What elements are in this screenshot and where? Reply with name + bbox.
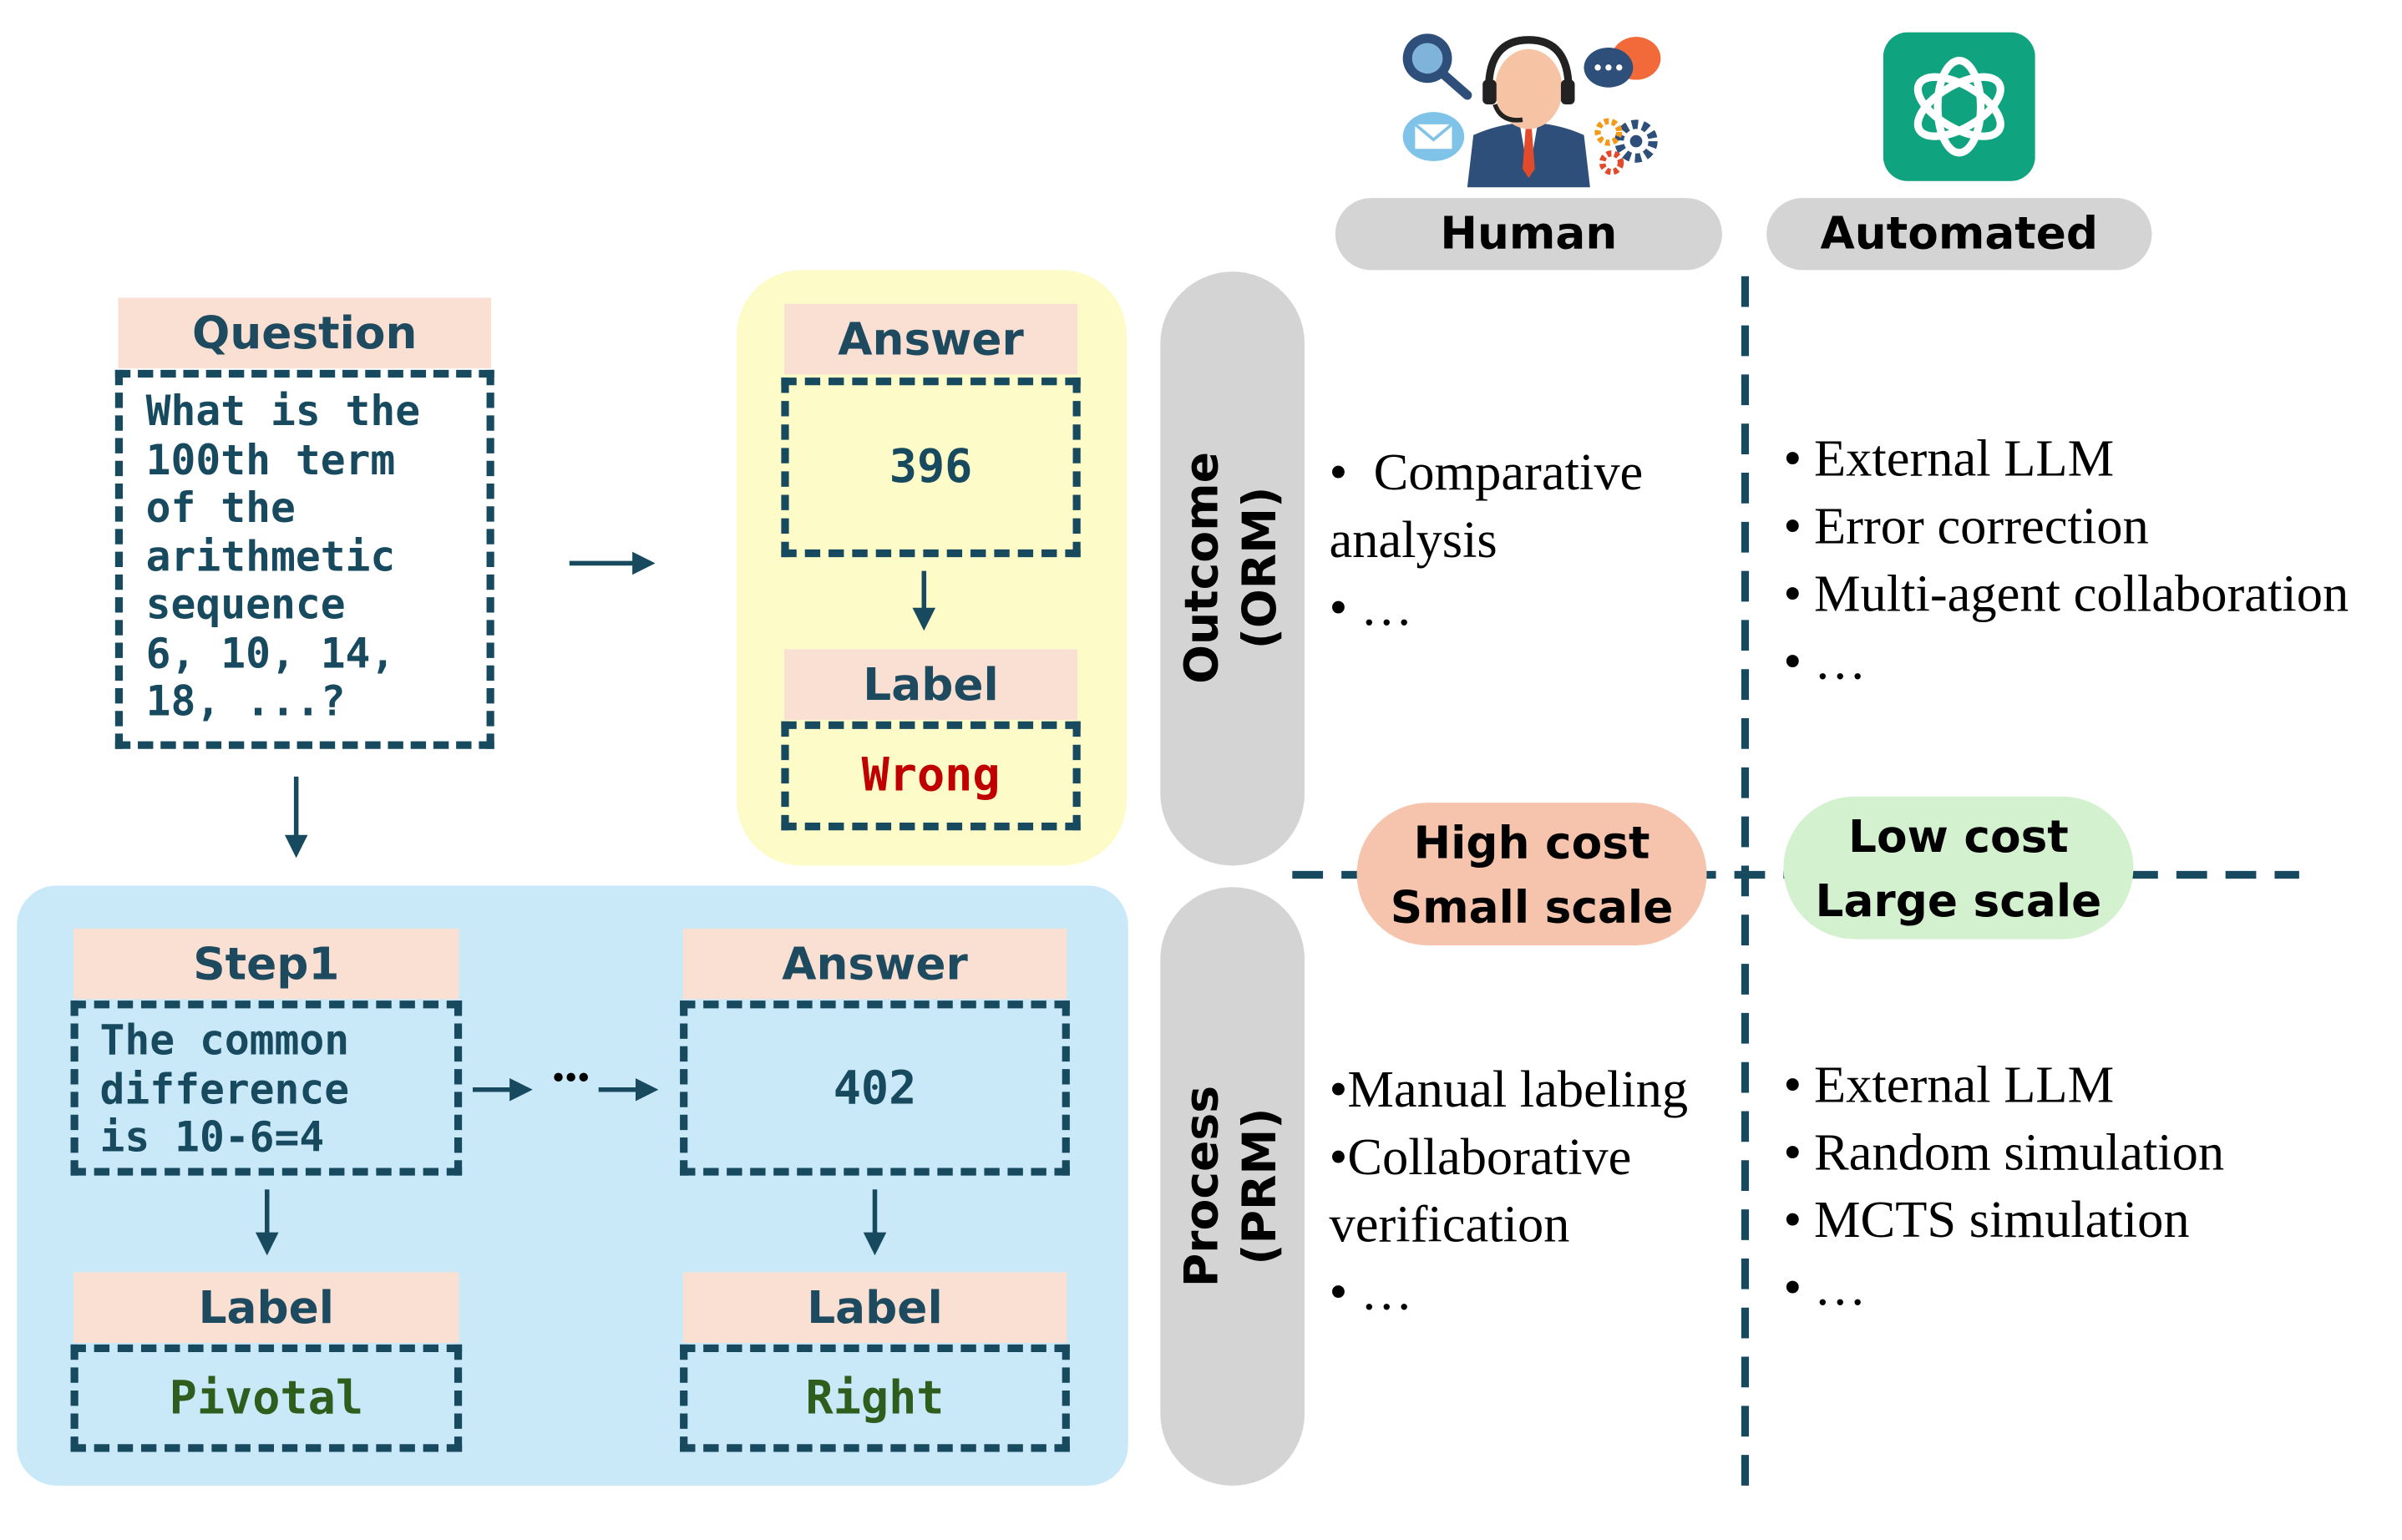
question-line: arithmetic	[145, 533, 396, 581]
list-item: Multi-agent collaboration	[1783, 562, 2349, 630]
list-item: •Manual labeling	[1329, 1061, 1689, 1119]
list-item: Random simulation	[1783, 1121, 2224, 1188]
step1-header: Step1	[73, 928, 459, 1000]
question-line: sequence	[145, 581, 346, 630]
process-answer-value: 402	[833, 1061, 917, 1116]
automated-outcome-list: External LLM Error correction Multi-agen…	[1783, 427, 2349, 697]
step1-line: difference	[99, 1066, 350, 1114]
outcome-label-value: Wrong	[861, 748, 1001, 803]
outcome-row-label: Outcome (ORM)	[1175, 452, 1288, 684]
outcome-label-box: Wrong	[781, 721, 1081, 831]
list-item: MCTS simulation	[1783, 1188, 2224, 1255]
question-line: 6, 10, 14,	[145, 630, 396, 678]
step-label-header: Label	[73, 1272, 459, 1343]
list-item: External LLM	[1783, 427, 2349, 494]
list-item: Error correction	[1783, 494, 2349, 562]
list-item: …	[1783, 629, 2349, 697]
step-label-value: Pivotal	[169, 1370, 364, 1426]
human-outcome-list: • Comparative analysis • …	[1329, 440, 1643, 643]
outcome-row-pill	[1160, 271, 1305, 866]
ellipsis: •••	[550, 1063, 591, 1093]
question-line: What is the	[145, 388, 421, 436]
list-item: • …	[1329, 580, 1413, 637]
list-item: • Comparative	[1329, 444, 1644, 502]
question-header: Question	[118, 297, 492, 369]
chatgpt-logo-icon	[1883, 32, 2035, 181]
step1-line: is 10-6=4	[99, 1114, 325, 1163]
outcome-answer-header: Answer	[784, 303, 1078, 375]
answer-label-value: Right	[805, 1370, 945, 1426]
list-item: …	[1783, 1255, 2224, 1323]
step1-line: The common	[99, 1017, 350, 1066]
step-label-box: Pivotal	[70, 1344, 463, 1452]
question-line: 100th term	[145, 436, 396, 484]
customer-support-agent-icon	[1394, 22, 1664, 190]
automated-column-header: Automated	[1766, 198, 2152, 271]
process-row-label: Process (PRM)	[1175, 1085, 1288, 1288]
outcome-label-header: Label	[784, 649, 1078, 720]
high-cost-badge: High cost Small scale	[1356, 803, 1707, 946]
question-line: 18, ...?	[145, 678, 346, 727]
human-process-list: •Manual labeling •Collaborative verifica…	[1329, 1057, 1688, 1327]
answer-label-box: Right	[680, 1344, 1070, 1452]
question-line: of the	[145, 484, 296, 533]
list-item: analysis	[1329, 512, 1497, 570]
process-answer-box: 402	[680, 1000, 1070, 1176]
list-item: •Collaborative	[1329, 1129, 1632, 1187]
process-row-pill	[1160, 887, 1305, 1486]
outcome-answer-box: 396	[781, 377, 1081, 558]
list-item: External LLM	[1783, 1053, 2224, 1121]
outcome-answer-value: 396	[889, 440, 973, 494]
process-answer-header: Answer	[682, 928, 1067, 1000]
question-box: What is the 100th term of the arithmetic…	[114, 369, 494, 749]
answer-label-header: Label	[682, 1272, 1067, 1343]
automated-process-list: External LLM Random simulation MCTS simu…	[1783, 1053, 2224, 1323]
human-column-header: Human	[1335, 198, 1722, 271]
list-item: verification	[1329, 1197, 1570, 1254]
step1-box: The common difference is 10-6=4	[70, 1000, 463, 1176]
low-cost-badge: Low cost Large scale	[1783, 796, 2134, 940]
list-item: • …	[1329, 1264, 1413, 1322]
